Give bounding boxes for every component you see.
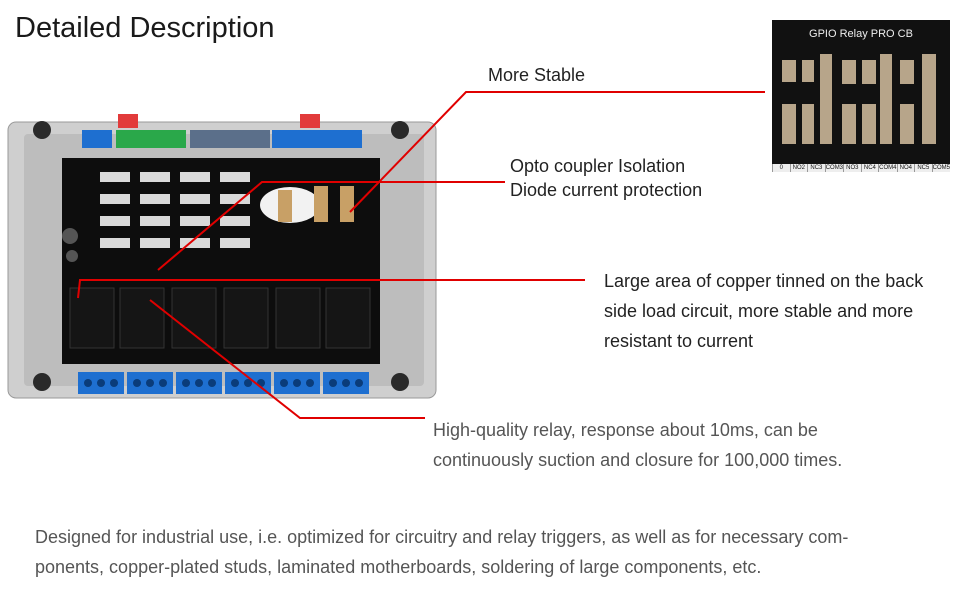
- copper-pad: [278, 190, 292, 222]
- optocouplers: [100, 172, 250, 248]
- callout-relay-line1: High-quality relay, response about 10ms,…: [433, 420, 818, 440]
- copper-pad: [340, 186, 354, 222]
- footer-description: Designed for industrial use, i.e. optimi…: [35, 522, 945, 582]
- red-clip: [118, 114, 138, 128]
- terminal-label: NO2: [789, 164, 808, 172]
- mount-hole: [33, 121, 51, 139]
- terminal-block-green: [116, 130, 186, 148]
- relays: [69, 287, 371, 349]
- terminal-label: COM3: [824, 164, 844, 172]
- inset-board-label: GPIO Relay PRO CB: [809, 28, 913, 40]
- footer-line1: Designed for industrial use, i.e. optimi…: [35, 527, 849, 547]
- terminal-label: 0: [772, 164, 790, 172]
- callout-relay-line2: continuously suction and closure for 100…: [433, 450, 843, 470]
- mount-hole: [391, 373, 409, 391]
- terminal-label: COM4: [878, 164, 897, 172]
- pointer-more-stable: [349, 91, 765, 213]
- callout-copper-line2: side load circuit, more stable and more: [604, 301, 914, 321]
- callout-copper: Large area of copper tinned on the back …: [604, 266, 964, 356]
- terminal-screws: [84, 379, 363, 387]
- mount-hole: [391, 121, 409, 139]
- inset-terminal-labels: 0 NO2 NC3 COM3 NO3 NC4 COM4 NO4 NC5 COM5: [772, 164, 950, 172]
- pointer-opto: [157, 181, 505, 271]
- backside-inset: GPIO Relay PRO CB 0 NO2 NC3 COM3 NO3 NC4…: [772, 20, 950, 172]
- terminal-label: NO4: [896, 164, 915, 172]
- terminal-block-blue: [82, 130, 112, 148]
- pointer-lines: [77, 91, 765, 419]
- footer-line2: ponents, copper-plated studs, laminated …: [35, 557, 762, 577]
- terminal-label: NC4: [860, 164, 879, 172]
- copper-pad: [314, 186, 328, 222]
- callout-opto-line2: Diode current protection: [510, 180, 703, 200]
- terminal-label: NC3: [807, 164, 825, 172]
- callout-opto: Opto coupler Isolation Diode current pro…: [510, 154, 702, 202]
- pointer-copper: [77, 279, 585, 299]
- red-clip: [300, 114, 320, 128]
- callout-more-stable: More Stable: [488, 65, 586, 85]
- page-title: Detailed Description: [15, 12, 275, 44]
- callout-relay: High-quality relay, response about 10ms,…: [433, 415, 953, 475]
- callout-copper-line3: resistant to current: [604, 331, 754, 351]
- copper-traces: [782, 54, 936, 144]
- capacitor: [62, 228, 78, 244]
- pointer-relay: [149, 299, 425, 419]
- pin-header: [190, 130, 270, 148]
- terminal-label: COM5: [931, 164, 950, 172]
- callout-opto-line1: Opto coupler Isolation: [510, 156, 686, 176]
- terminal-label: NO3: [843, 164, 861, 172]
- terminal-block-blue: [272, 130, 362, 148]
- terminal-label: NC5: [914, 164, 932, 172]
- callout-copper-line1: Large area of copper tinned on the back: [604, 271, 924, 291]
- capacitor: [66, 250, 78, 262]
- mount-hole: [33, 373, 51, 391]
